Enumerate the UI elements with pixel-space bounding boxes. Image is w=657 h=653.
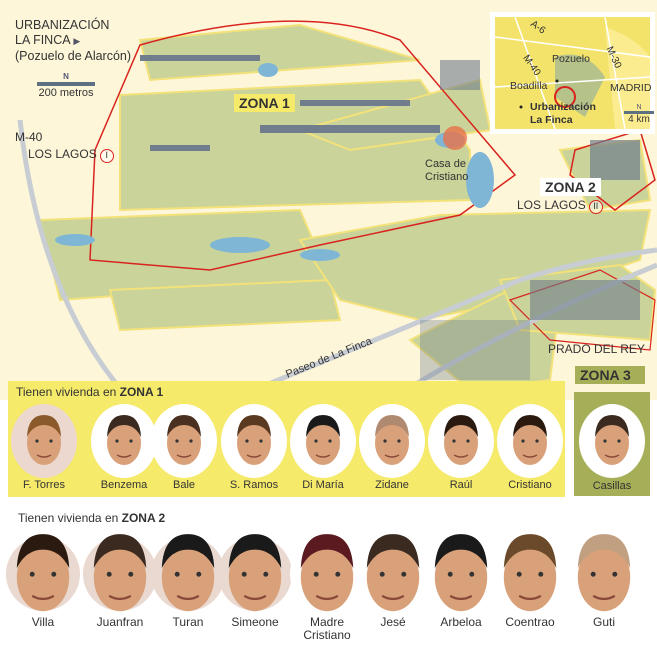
face-portrait-icon [93, 533, 147, 611]
portrait-zona2 [290, 533, 364, 611]
face-portrait-icon [300, 533, 354, 611]
zona1-title: Tienen vivienda en ZONA 1 [8, 381, 172, 403]
face-portrait-icon [161, 533, 215, 611]
zona2-title: Tienen vivienda en ZONA 2 [18, 511, 166, 525]
face-portrait-icon [167, 415, 201, 465]
map-title: URBANIZACIÓN LA FINCA ▶ (Pozuelo de Alar… [15, 18, 131, 64]
portrait-zona1 [359, 404, 425, 478]
person-name: S. Ramos [229, 479, 279, 491]
face-portrait-icon [503, 533, 557, 611]
face-portrait-icon [366, 533, 420, 611]
lakes [55, 63, 494, 261]
face-portrait-icon [306, 415, 340, 465]
north-arrow-icon: N [63, 72, 69, 81]
zona2-label: ZONA 2 [540, 178, 601, 196]
person-name: Zidane [375, 479, 409, 491]
portrait-zona2 [83, 533, 157, 611]
portrait-zona1 [91, 404, 157, 478]
portrait-zona1 [428, 404, 494, 478]
portrait-zona2 [218, 533, 292, 611]
face-portrait-icon [228, 533, 282, 611]
portrait-zona2 [356, 533, 430, 611]
person-name: Casillas [592, 480, 632, 492]
face-portrait-icon [595, 415, 629, 465]
label-m40: M-40 [15, 130, 43, 144]
portrait-zona3 [579, 404, 645, 478]
face-portrait-icon [237, 415, 271, 465]
portrait-zona1 [290, 404, 356, 478]
label-prado-del-rey: PRADO DEL REY [548, 342, 645, 356]
person-name: Juanfran [96, 615, 144, 629]
person-name: Coentrao [505, 615, 555, 629]
face-portrait-icon [444, 415, 478, 465]
person-name: Benzema [100, 479, 148, 491]
casa-cristiano-marker [443, 126, 467, 150]
portrait-zona2 [6, 533, 80, 611]
inset-pozuelo: Pozuelo [552, 53, 590, 65]
inset-map: A-6 M-40 M-30 Pozuelo Boadilla MADRID Ur… [490, 12, 655, 134]
inset-drawing [495, 17, 650, 129]
person-name: Villa [31, 615, 55, 629]
person-name: Di María [302, 479, 344, 491]
zona1-label: ZONA 1 [234, 94, 295, 112]
face-portrait-icon [107, 415, 141, 465]
portrait-zona1 [221, 404, 287, 478]
portrait-zona2 [567, 533, 641, 611]
person-name: Guti [592, 615, 615, 629]
title-line: URBANIZACIÓN [15, 18, 110, 32]
title-line: LA FINCA ▶ [15, 33, 81, 47]
face-portrait-icon [375, 415, 409, 465]
scale-bar: N 200 metros [37, 72, 95, 99]
person-name: Arbeloa [440, 615, 482, 629]
inset-madrid: MADRID [610, 82, 652, 94]
person-name: Jesé [380, 615, 406, 629]
person-name: Bale [172, 479, 196, 491]
face-portrait-icon [434, 533, 488, 611]
arrow-right-icon: ▶ [73, 36, 81, 46]
person-name: Simeone [231, 615, 279, 629]
zona1-boundary [89, 20, 517, 271]
portrait-zona2 [424, 533, 498, 611]
face-portrait-icon [577, 533, 631, 611]
title-line: (Pozuelo de Alarcón) [15, 49, 132, 63]
face-portrait-icon [513, 415, 547, 465]
portrait-zona2 [151, 533, 225, 611]
houses [140, 55, 640, 380]
person-name: F. Torres [23, 479, 65, 491]
zona3-label: ZONA 3 [575, 366, 645, 384]
portrait-zona1 [497, 404, 563, 478]
portrait-zona1 [151, 404, 217, 478]
person-name: Cristiano [508, 479, 552, 491]
portrait-zona2 [493, 533, 567, 611]
person-name: Turan [172, 615, 204, 629]
inset-boadilla: Boadilla [510, 80, 548, 92]
face-portrait-icon [16, 533, 70, 611]
person-name: Raúl [449, 479, 473, 491]
portrait-zona1 [11, 404, 77, 478]
person-name: Madre Cristiano [303, 615, 351, 642]
face-portrait-icon [27, 415, 61, 465]
